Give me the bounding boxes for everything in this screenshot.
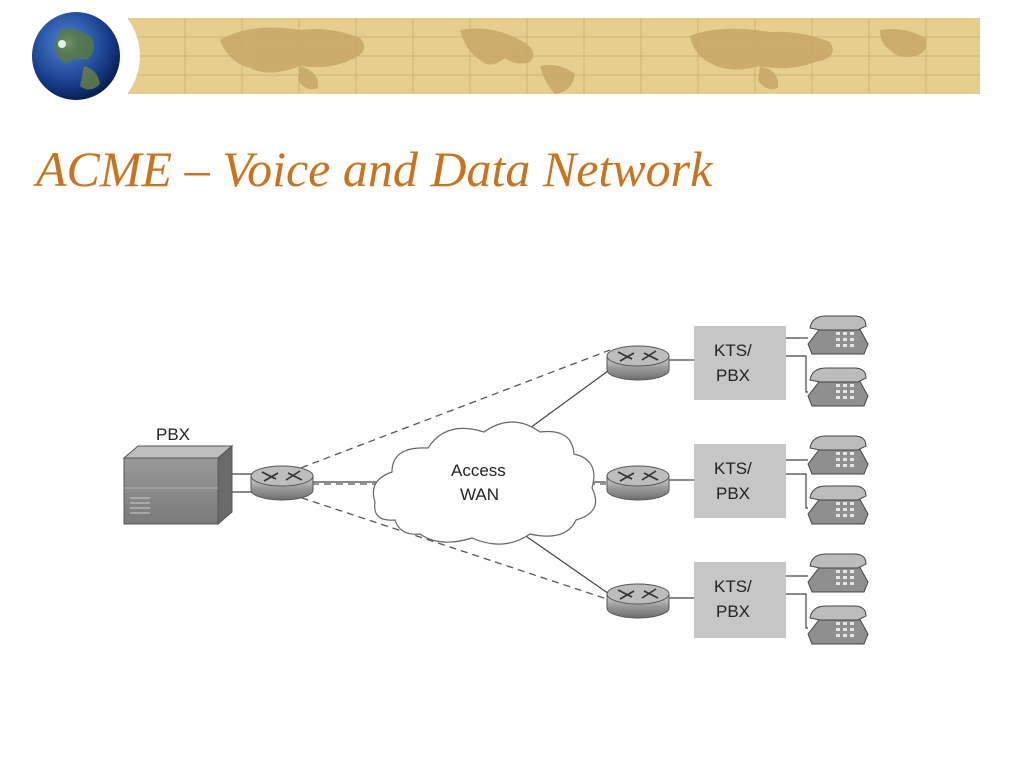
kts-pbx-label-line2: PBX: [716, 484, 750, 503]
kts-pbx-label-line1: KTS/: [714, 341, 752, 360]
kts-pbx-label-line1: KTS/: [714, 577, 752, 596]
telephone-icon: [807, 435, 869, 475]
globe-icon: [32, 12, 120, 100]
telephone-icon: [807, 315, 869, 355]
router-icon: [606, 345, 670, 381]
router-icon: [606, 465, 670, 501]
map-continents: [220, 27, 927, 94]
kts-pbx-box: KTS/ PBX: [694, 562, 786, 638]
pbx-cabinet-icon: [122, 444, 234, 526]
kts-pbx-label-line2: PBX: [716, 366, 750, 385]
cloud-label-access: Access: [451, 461, 506, 480]
pbx-label: PBX: [156, 425, 190, 444]
page-title: ACME – Voice and Data Network: [36, 141, 713, 197]
kts-pbx-box: KTS/ PBX: [694, 444, 786, 518]
telephone-icon: [807, 367, 869, 407]
cloud-label-wan: WAN: [460, 485, 499, 504]
router-icon: [250, 465, 314, 501]
cloud-icon: [372, 421, 597, 545]
kts-pbx-box: KTS/ PBX: [694, 326, 786, 400]
header-banner: [16, 0, 980, 110]
telephone-icon: [807, 485, 869, 525]
kts-pbx-label-line1: KTS/: [714, 459, 752, 478]
telephone-icon: [807, 605, 869, 645]
router-icon: [606, 583, 670, 619]
kts-pbx-label-line2: PBX: [716, 602, 750, 621]
telephone-icon: [807, 553, 869, 593]
